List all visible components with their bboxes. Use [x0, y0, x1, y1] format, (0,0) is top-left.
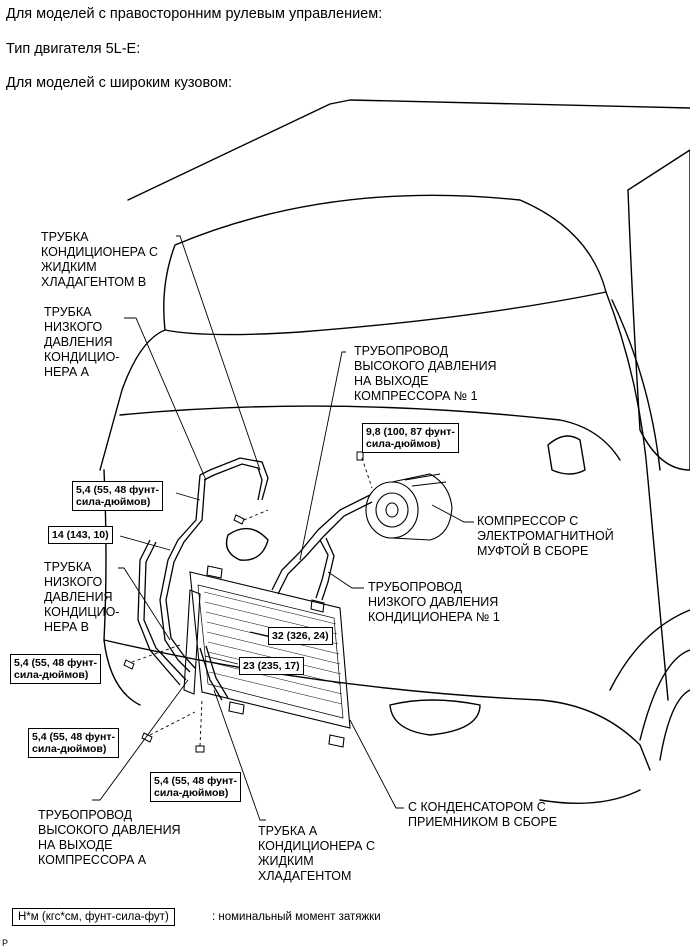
leader-compressor — [431, 504, 474, 523]
leader-liquid-tube-b — [176, 235, 261, 471]
pipe-low-pressure-b — [137, 539, 187, 686]
condenser-fins — [203, 591, 343, 705]
van-wheel-arch — [609, 609, 690, 691]
van-hood-left — [99, 329, 166, 471]
condenser-bracket-top — [206, 565, 223, 579]
leader-torque-5 — [204, 655, 239, 665]
leader-condenser — [349, 719, 404, 809]
van-front-grille — [103, 469, 141, 706]
header-line-2: Тип двигателя 5L-E: — [6, 41, 141, 57]
corner-mark: P — [2, 938, 9, 948]
van-mirror — [547, 435, 586, 475]
torque-box-4: 32 (326, 24) — [268, 627, 333, 645]
condenser-bracket-bottom — [228, 701, 345, 748]
condenser-receiver — [183, 589, 201, 695]
van-bumper — [103, 639, 651, 771]
van-windshield — [163, 194, 607, 336]
van-foglight — [389, 699, 481, 736]
condenser-core — [197, 584, 344, 719]
pipe-liquid-tube-b — [199, 457, 269, 501]
legend-description: : номинальный момент затяжки — [212, 911, 381, 923]
leader-torque-1 — [175, 492, 201, 501]
leader-low-pressure-a — [124, 317, 207, 481]
pipe-liquid-tube-a — [199, 645, 229, 701]
pipe-low-pressure-a — [159, 474, 206, 673]
leader-low-pressure-b — [118, 567, 171, 641]
pipe-discharge-1 — [271, 494, 373, 595]
van-wheel — [639, 649, 690, 761]
leader-discharge-1 — [299, 351, 346, 561]
condenser-bracket-right — [310, 599, 325, 613]
bolt-guides — [131, 457, 373, 747]
header-line-1: Для моделей с правосторонним рулевым упр… — [6, 6, 383, 22]
van-lower-edge — [539, 789, 641, 805]
leader-torque-4 — [249, 631, 269, 637]
leader-torque-2 — [119, 535, 171, 551]
van-roof-line — [127, 99, 690, 201]
leader-liquid-tube-a — [213, 689, 266, 821]
torque-box-6: 5,4 (55, 48 фунт-сила-дюймов) — [10, 654, 101, 684]
header-line-3: Для моделей с широким кузовом: — [6, 75, 233, 91]
torque-box-8: 5,4 (55, 48 фунт-сила-дюймов) — [150, 772, 241, 802]
leader-discharge-a — [92, 679, 189, 801]
van-side-window — [627, 149, 690, 471]
legend-unit-box: Н*м (кгс*см, фунт-сила-фут) — [12, 908, 175, 926]
torque-box-7: 5,4 (55, 48 фунт-сила-дюймов) — [28, 728, 119, 758]
condenser-body — [189, 571, 351, 729]
van-door-line — [611, 299, 661, 471]
van-hood-right — [605, 291, 669, 701]
torque-box-2: 14 (143, 10) — [48, 526, 113, 544]
torque-box-1: 5,4 (55, 48 фунт-сила-дюймов) — [72, 481, 163, 511]
pipe-suction-1 — [315, 537, 335, 601]
van-cowl-line — [119, 405, 621, 461]
torque-box-3: 9,8 (100, 87 фунт-сила-дюймов) — [362, 423, 459, 453]
leader-suction-1 — [327, 571, 364, 589]
van-headlight-left — [225, 527, 269, 561]
compressor-illustration — [365, 473, 453, 541]
torque-box-5: 23 (235, 17) — [239, 657, 304, 675]
